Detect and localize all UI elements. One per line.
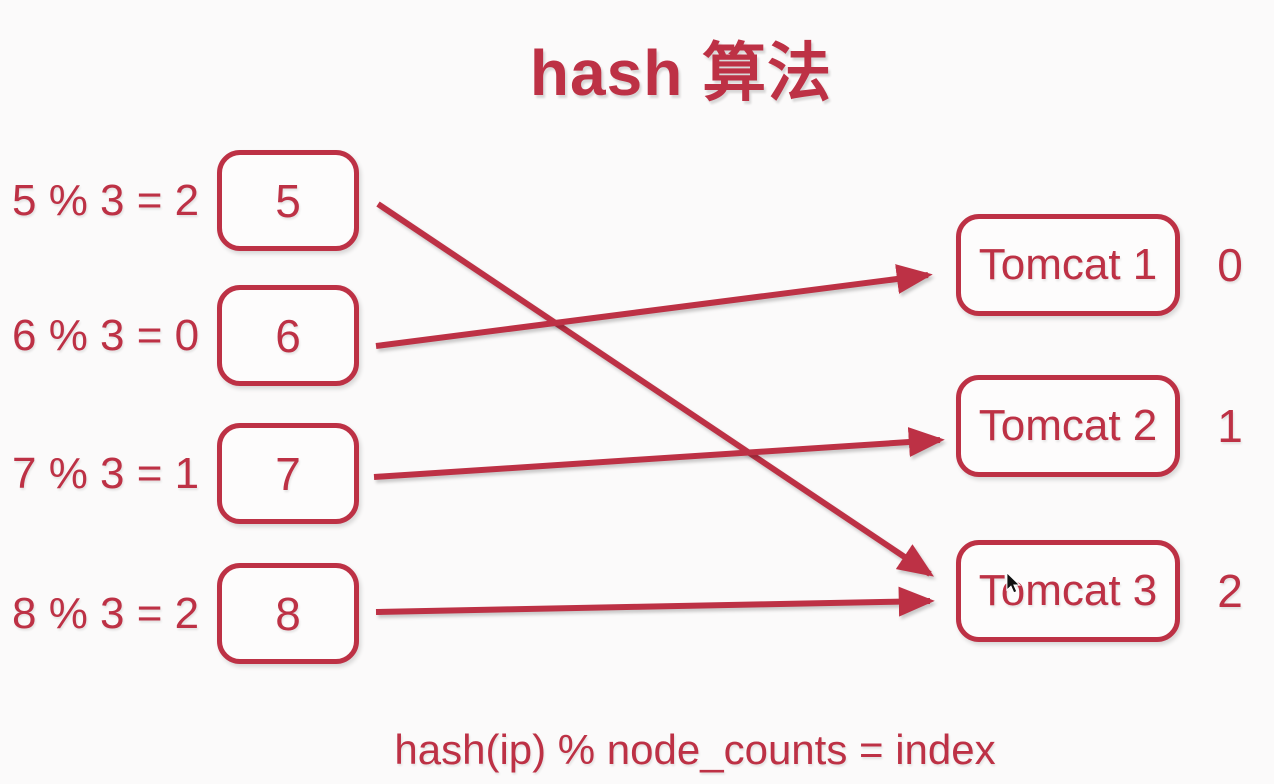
server-node-tomcat-1-label: Tomcat 1 bbox=[978, 240, 1158, 289]
request-node-7: 7 bbox=[217, 423, 359, 524]
equation-label-7: 7 % 3 = 1 bbox=[12, 448, 200, 498]
request-node-8: 8 bbox=[217, 563, 359, 664]
request-node-5: 5 bbox=[217, 150, 359, 251]
mouse-cursor-icon bbox=[1006, 572, 1022, 594]
equation-label-6: 6 % 3 = 0 bbox=[12, 310, 200, 360]
request-node-5-label: 5 bbox=[275, 174, 301, 227]
request-node-6: 6 bbox=[217, 285, 359, 386]
request-node-8-label: 8 bbox=[275, 587, 301, 640]
request-node-6-label: 6 bbox=[275, 309, 301, 362]
equation-label-8: 8 % 3 = 2 bbox=[12, 588, 200, 638]
arrow-8-to-tomcat-3 bbox=[375, 586, 935, 617]
node-index-2: 2 bbox=[1217, 565, 1243, 617]
node-index-1: 1 bbox=[1217, 400, 1243, 452]
arrow-5-to-tomcat-3 bbox=[376, 201, 934, 577]
equation-label-5: 5 % 3 = 2 bbox=[12, 175, 200, 225]
server-node-tomcat-2-label: Tomcat 2 bbox=[978, 401, 1158, 450]
server-node-tomcat-2: Tomcat 2 bbox=[956, 375, 1180, 477]
server-node-tomcat-1: Tomcat 1 bbox=[956, 214, 1180, 316]
formula-text: hash(ip) % node_counts = index bbox=[394, 726, 996, 773]
arrow-7-to-tomcat-2 bbox=[373, 427, 945, 480]
arrow-6-to-tomcat-1 bbox=[375, 264, 933, 349]
node-index-0: 0 bbox=[1217, 239, 1243, 291]
server-node-tomcat-3: Tomcat 3 bbox=[956, 540, 1180, 642]
page-title: hash 算法 bbox=[529, 37, 833, 109]
request-node-7-label: 7 bbox=[275, 447, 301, 500]
